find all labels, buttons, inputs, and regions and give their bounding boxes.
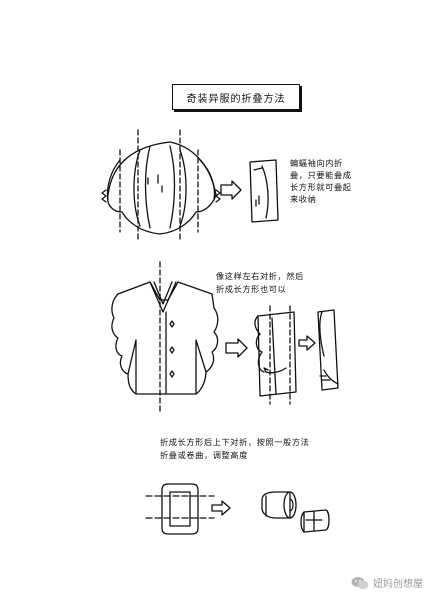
bat-sleeve-garment	[101, 129, 221, 241]
folded-rectangle-2	[317, 309, 339, 391]
arrow-right-icon	[225, 338, 248, 358]
step2-note-line1: 像这样左右对折，然后	[216, 271, 304, 281]
title-box: 奇装异服的折叠方法	[172, 84, 300, 110]
diagram-title: 奇装异服的折叠方法	[186, 93, 286, 105]
watermark-text: 妞妈创想屋	[373, 579, 423, 590]
folded-stack	[300, 509, 330, 533]
step3-note-line2: 折叠或卷曲，调整高度	[160, 450, 248, 460]
arrow-right-icon	[220, 180, 242, 200]
blouse-garment	[111, 261, 219, 413]
watermark: 妞妈创想屋	[351, 575, 423, 590]
rectangle-fold-up-down	[145, 483, 215, 535]
arrow-right-icon	[211, 500, 231, 516]
folded-rectangle-1	[249, 159, 279, 223]
step2-note-line2: 折成长方形也可以	[216, 284, 287, 294]
step3-note-line1: 折成长方形后上下对折，按照一般方法	[160, 437, 310, 447]
step1-note: 蝙蝠袖向内折叠，只要能叠成长方形就可叠起来收纳	[290, 158, 352, 204]
rolled-garment	[261, 491, 297, 519]
wechat-icon	[351, 576, 369, 589]
arrow-right-icon	[298, 335, 316, 351]
half-folded-blouse	[254, 305, 297, 405]
